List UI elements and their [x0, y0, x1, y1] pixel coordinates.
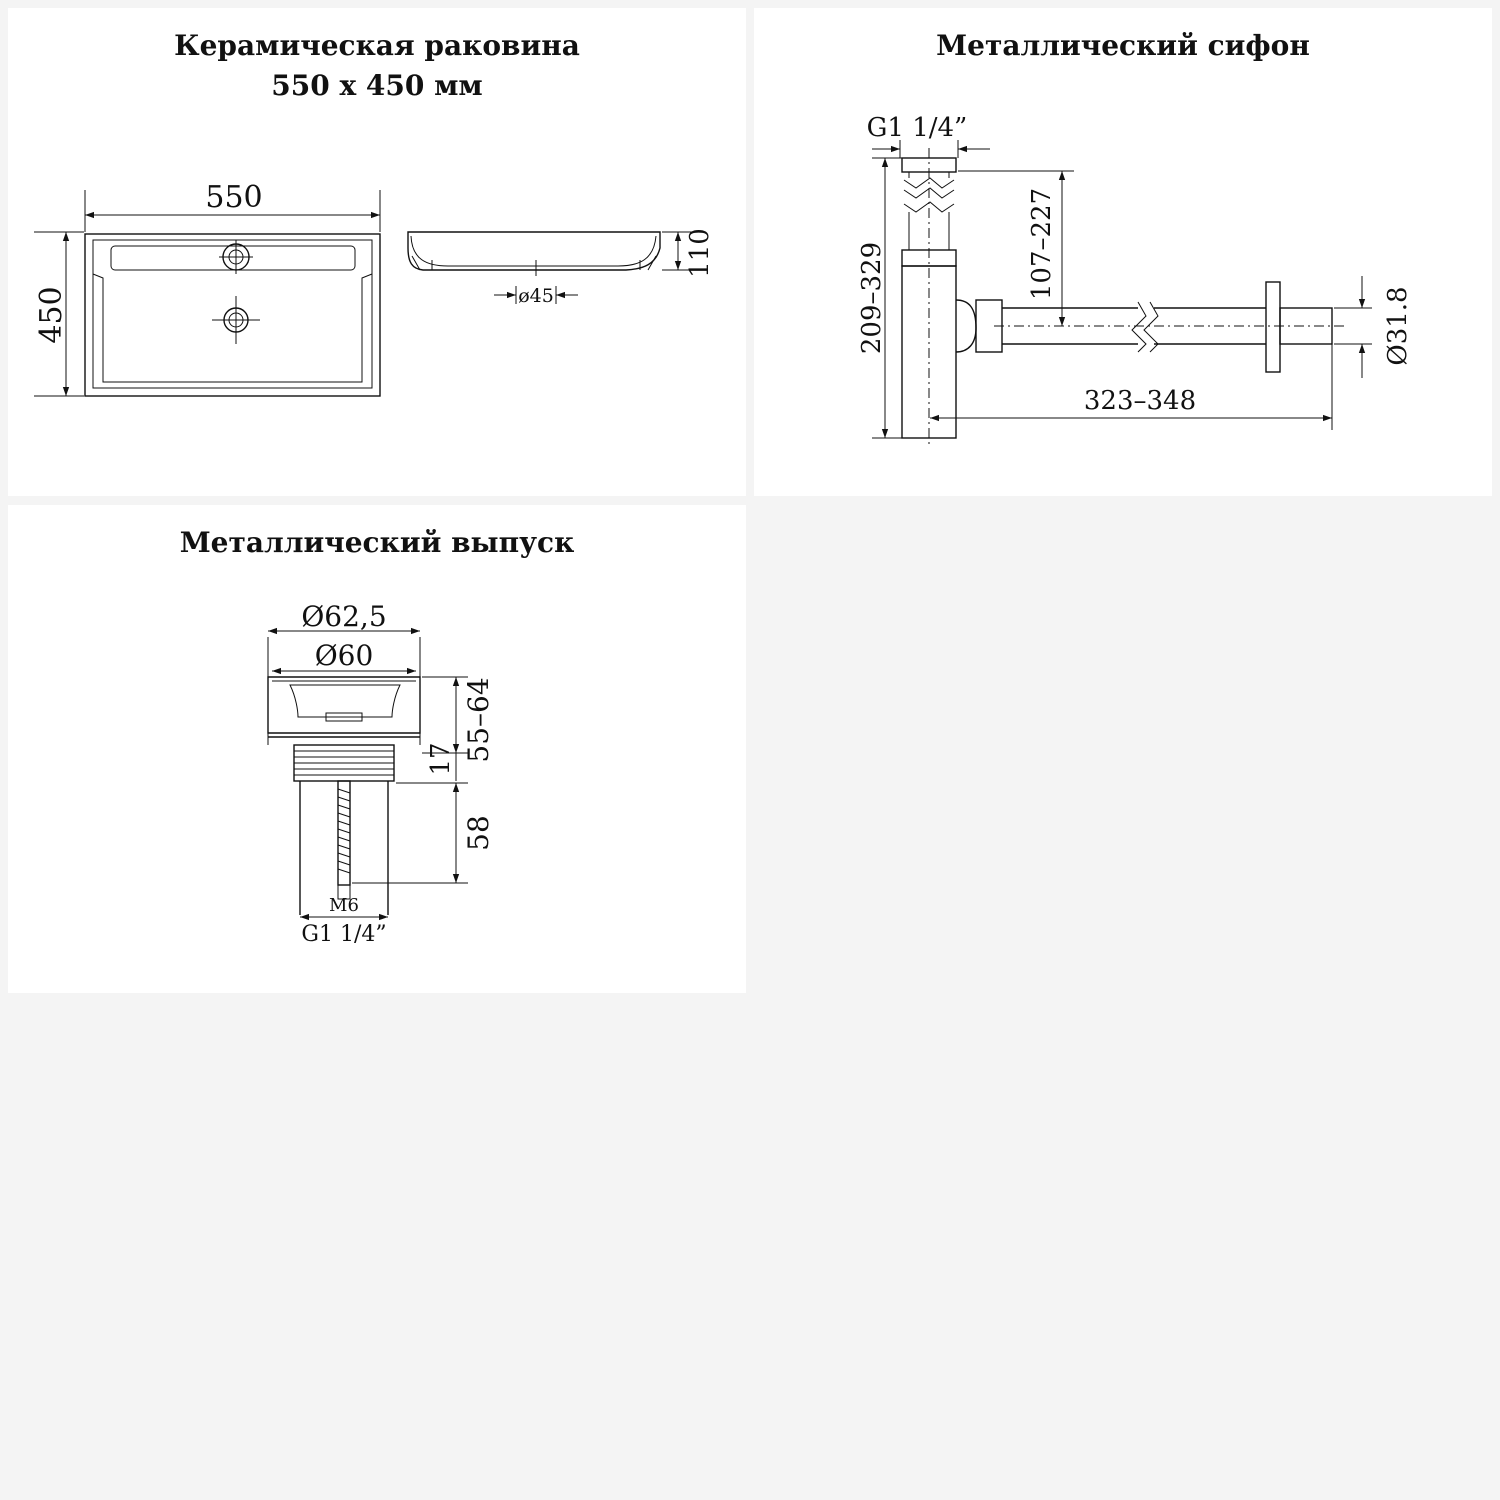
siphon-vertical-pipe: [901, 148, 957, 448]
sink-depth-label: 450: [34, 286, 69, 343]
drain-body-height-label: 55–64: [462, 677, 495, 762]
drain-title: Металлический выпуск: [179, 526, 575, 559]
siphon-total-height-label: 209–329: [857, 242, 887, 354]
siphon-adjust-height-dimension: 107–227: [958, 170, 1074, 326]
drain-bolt-dimension: M6 G1 1/4”: [300, 895, 388, 947]
sink-top-view: [84, 233, 381, 397]
drain-body-height-dimension: 55–64: [422, 676, 495, 763]
sink-drain-dimension: ø45: [494, 285, 578, 307]
drain-thread-length-dimension: 17: [396, 737, 468, 784]
siphon-length-dimension: 323–348: [930, 344, 1333, 430]
drain-shank-dimension: 58: [352, 783, 495, 884]
drain-drawing: Ø62,5 Ø60: [267, 600, 495, 947]
siphon-diameter-label: Ø31.8: [1383, 286, 1413, 365]
siphon-adjust-height-label: 107–227: [1027, 188, 1057, 300]
sink-title: Керамическая раковина 550 x 450 мм: [8, 26, 746, 106]
drain-inner-label: Ø60: [315, 639, 374, 672]
drain-thread-label: G1 1/4”: [301, 922, 386, 947]
drain-body: [267, 676, 421, 915]
drain-outer-dimension: Ø62,5: [267, 600, 421, 745]
sink-panel: Керамическая раковина 550 x 450 мм 550 4…: [8, 8, 746, 496]
sink-width-dimension: 550: [84, 180, 381, 232]
siphon-total-height-dimension: 209–329: [857, 157, 902, 439]
drain-inner-dimension: Ø60: [272, 639, 416, 675]
siphon-thread-dimension: G1 1/4”: [867, 113, 990, 158]
siphon-panel: Металлический сифон G1 1/4”: [754, 8, 1492, 496]
sink-title-line2: 550 x 450 мм: [271, 69, 483, 102]
sink-side-view: [407, 231, 661, 276]
sink-width-label: 550: [205, 180, 262, 215]
drain-shank-label: 58: [462, 815, 495, 851]
siphon-thread-label: G1 1/4”: [867, 113, 968, 143]
siphon-title: Металлический сифон: [936, 29, 1310, 62]
sink-height-dimension: 110: [662, 228, 715, 278]
drain-thread-length-label: 17: [426, 742, 456, 775]
empty-background-area: [754, 505, 1492, 993]
siphon-length-label: 323–348: [1084, 386, 1196, 416]
sink-depth-dimension: 450: [34, 231, 84, 397]
drain-outer-label: Ø62,5: [301, 600, 386, 633]
sink-drain-label: ø45: [518, 285, 554, 307]
siphon-horizontal-pipe: [955, 281, 1344, 373]
sink-height-label: 110: [685, 228, 715, 278]
sink-title-line1: Керамическая раковина: [174, 29, 580, 62]
siphon-drawing: G1 1/4”: [857, 113, 1413, 448]
drain-panel: Металлический выпуск Ø62,5 Ø60: [8, 505, 746, 993]
siphon-diameter-dimension: Ø31.8: [1334, 276, 1413, 378]
sink-drawing: 550 450: [34, 180, 715, 397]
drain-bolt-label: M6: [329, 895, 359, 916]
